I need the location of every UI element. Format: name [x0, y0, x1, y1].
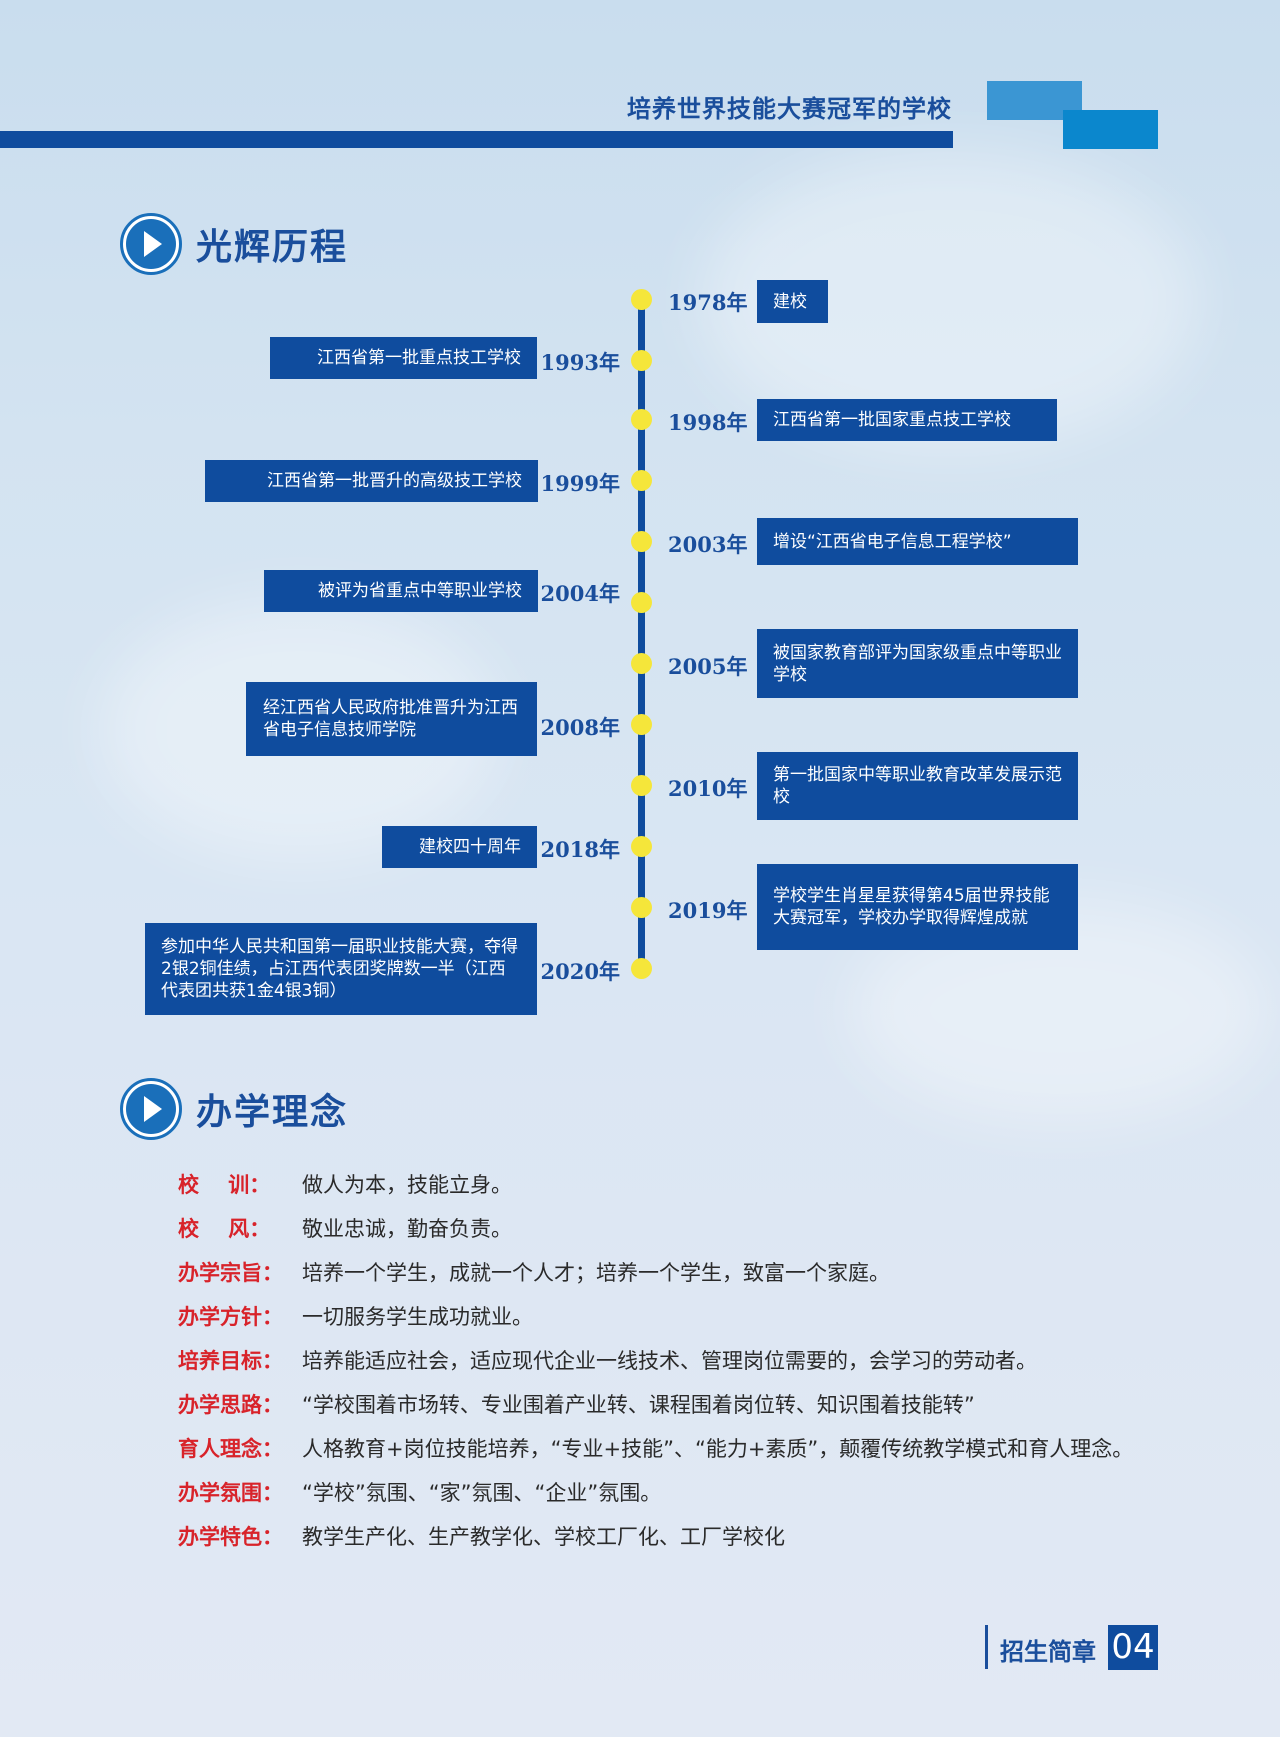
play-icon — [120, 213, 182, 275]
timeline-dot — [631, 350, 652, 371]
decor-square — [1063, 110, 1158, 149]
timeline-dot — [631, 775, 652, 796]
timeline-event: 学校学生肖星星获得第45届世界技能大赛冠军，学校办学取得辉煌成就 — [757, 864, 1078, 950]
timeline-event: 建校四十周年 — [382, 826, 537, 868]
timeline-event: 被评为省重点中等职业学校 — [264, 570, 538, 612]
timeline-dot — [631, 714, 652, 735]
philosophy-item: 办学氛围： “学校”氛围、“家”氛围、“企业”氛围。 — [178, 1471, 1168, 1515]
timeline-dot — [631, 653, 652, 674]
footer-divider — [985, 1625, 988, 1669]
page-number: 04 — [1108, 1625, 1158, 1670]
timeline-year: 2004年 — [540, 581, 620, 606]
item-label: 办学方针： — [178, 1305, 283, 1329]
timeline-event: 参加中华人民共和国第一届职业技能大赛，夺得2银2铜佳绩，占江西代表团奖牌数一半（… — [145, 923, 537, 1015]
timeline-dot — [631, 289, 652, 310]
section-heading-philosophy: 办学理念 — [120, 1078, 348, 1140]
item-text: 做人为本，技能立身。 — [302, 1173, 512, 1197]
philosophy-list: 校 训： 做人为本，技能立身。 校 风： 敬业忠诚，勤奋负责。 办学宗旨： 培养一个学… — [178, 1163, 1168, 1559]
philosophy-item: 办学特色： 教学生产化、生产教学化、学校工厂化、工厂学校化 — [178, 1515, 1168, 1559]
section-title: 光辉历程 — [196, 227, 349, 268]
timeline-event: 江西省第一批重点技工学校 — [270, 337, 537, 379]
timeline-event: 被国家教育部评为国家级重点中等职业学校 — [757, 629, 1078, 698]
timeline-year: 2010年 — [668, 776, 748, 801]
item-text: 培养能适应社会，适应现代企业一线技术、管理岗位需要的，会学习的劳动者。 — [302, 1349, 1037, 1373]
timeline-dot — [631, 409, 652, 430]
philosophy-item: 校 风： 敬业忠诚，勤奋负责。 — [178, 1207, 1168, 1251]
timeline-event: 江西省第一批晋升的高级技工学校 — [205, 460, 538, 502]
item-text: 一切服务学生成功就业。 — [302, 1305, 533, 1329]
timeline-event: 第一批国家中等职业教育改革发展示范校 — [757, 752, 1078, 820]
header-bar — [0, 131, 953, 148]
item-label: 办学宗旨： — [178, 1261, 283, 1285]
item-label: 校 训： — [178, 1173, 271, 1197]
timeline-dot — [631, 470, 652, 491]
item-text: 培养一个学生，成就一个人才；培养一个学生，致富一个家庭。 — [302, 1261, 890, 1285]
section-title: 办学理念 — [196, 1092, 349, 1133]
philosophy-item: 培养目标： 培养能适应社会，适应现代企业一线技术、管理岗位需要的，会学习的劳动者。 — [178, 1339, 1168, 1383]
timeline-event: 增设“江西省电子信息工程学校” — [757, 518, 1078, 565]
philosophy-item: 办学方针： 一切服务学生成功就业。 — [178, 1295, 1168, 1339]
timeline-year: 1993年 — [540, 350, 620, 375]
timeline-dot — [631, 836, 652, 857]
timeline-event: 经江西省人民政府批准晋升为江西省电子信息技师学院 — [246, 682, 537, 756]
item-text: “学校围着市场转、专业围着产业转、课程围着岗位转、知识围着技能转” — [302, 1393, 975, 1417]
philosophy-item: 办学宗旨： 培养一个学生，成就一个人才；培养一个学生，致富一个家庭。 — [178, 1251, 1168, 1295]
philosophy-item: 育人理念： 人格教育+岗位技能培养，“专业+技能”、“能力+素质”，颠覆传统教学模… — [178, 1427, 1168, 1471]
timeline-year: 2018年 — [540, 837, 620, 862]
item-text: 敬业忠诚，勤奋负责。 — [302, 1217, 512, 1241]
footer-label: 招生简章 — [1000, 1638, 1096, 1666]
timeline-year: 2020年 — [540, 959, 620, 984]
timeline-event: 江西省第一批国家重点技工学校 — [757, 399, 1057, 441]
philosophy-item: 校 训： 做人为本，技能立身。 — [178, 1163, 1168, 1207]
timeline-dot — [631, 531, 652, 552]
philosophy-item: 办学思路： “学校围着市场转、专业围着产业转、课程围着岗位转、知识围着技能转” — [178, 1383, 1168, 1427]
timeline-year: 1978年 — [668, 290, 748, 315]
play-icon — [120, 1078, 182, 1140]
item-text: “学校”氛围、“家”氛围、“企业”氛围。 — [302, 1481, 662, 1505]
item-label: 培养目标： — [178, 1349, 283, 1373]
timeline-year: 1999年 — [540, 471, 620, 496]
timeline-dot — [631, 897, 652, 918]
item-text: 教学生产化、生产教学化、学校工厂化、工厂学校化 — [302, 1525, 785, 1549]
section-heading-history: 光辉历程 — [120, 213, 348, 275]
timeline-dot — [631, 958, 652, 979]
item-label: 办学特色： — [178, 1525, 283, 1549]
timeline-year: 2008年 — [540, 715, 620, 740]
timeline-event: 建校 — [757, 280, 828, 323]
item-label: 育人理念： — [178, 1437, 283, 1461]
timeline-year: 2019年 — [668, 898, 748, 923]
item-text: 人格教育+岗位技能培养，“专业+技能”、“能力+素质”，颠覆传统教学模式和育人理… — [302, 1437, 1134, 1461]
timeline-year: 2005年 — [668, 654, 748, 679]
timeline-year: 1998年 — [668, 410, 748, 435]
item-label: 校 风： — [178, 1217, 271, 1241]
item-label: 办学思路： — [178, 1393, 283, 1417]
timeline-line — [638, 296, 645, 968]
timeline-dot — [631, 592, 652, 613]
timeline-year: 2003年 — [668, 532, 748, 557]
item-label: 办学氛围： — [178, 1481, 283, 1505]
header-title: 培养世界技能大赛冠军的学校 — [627, 95, 952, 123]
